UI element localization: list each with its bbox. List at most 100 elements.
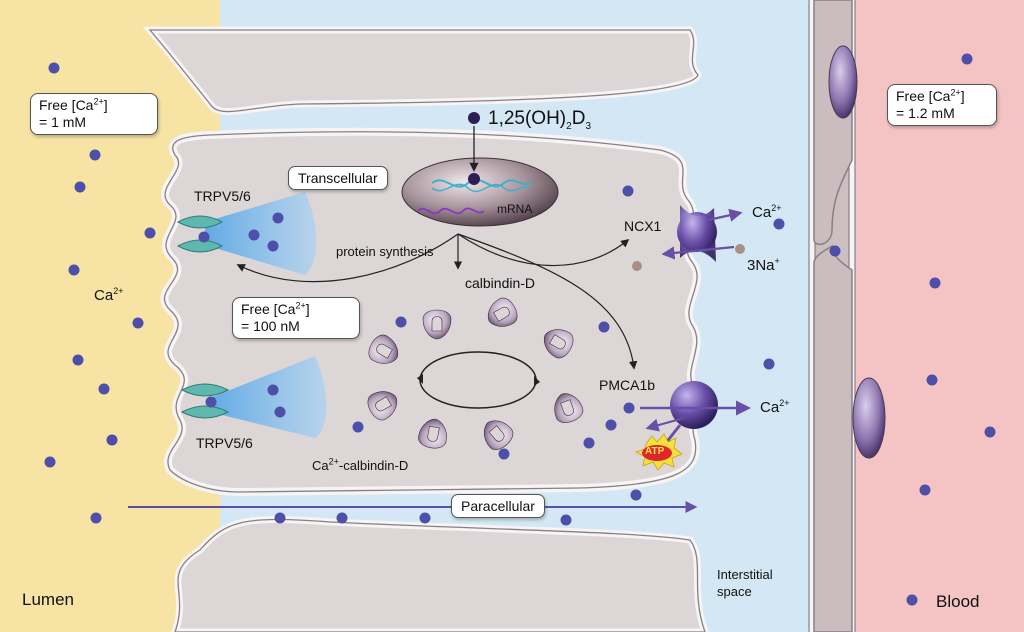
- calcium-ion: [773, 218, 785, 230]
- pmca-calcium-label: Ca2+: [760, 398, 790, 417]
- calcium-ions: [44, 53, 996, 606]
- calcium-ion: [198, 231, 210, 243]
- lumen-free-label: Free [Ca: [39, 97, 94, 113]
- transcellular-label: Transcellular: [288, 166, 388, 190]
- vitamin-d-main: 1,25(OH): [488, 108, 567, 129]
- interstitial-line1: Interstitial: [717, 567, 773, 582]
- nucleus: [401, 157, 559, 227]
- blood-free-label: Free [Ca: [896, 88, 951, 104]
- ncx-na-arrow: [661, 245, 735, 260]
- trpv-channel-top: [176, 215, 224, 253]
- endothelial-nucleus-bottom: [852, 377, 886, 459]
- calbindin-molecule: [367, 391, 398, 421]
- mrna-label: mRNA: [497, 202, 533, 216]
- calcium-ion: [906, 594, 918, 606]
- interstitial-label: Interstitial space: [717, 566, 773, 600]
- calcium-ion: [106, 434, 118, 446]
- calcium-ion: [132, 317, 144, 329]
- calcium-ion: [623, 402, 635, 414]
- calcium-ion: [72, 354, 84, 366]
- calbindin-molecule: [368, 334, 399, 364]
- cell-free-label: Free [Ca: [241, 301, 296, 317]
- calcium-ion: [829, 245, 841, 257]
- blood-label: Blood: [936, 592, 980, 611]
- na-base: 3Na: [747, 257, 775, 274]
- lumen-ca-sup: 2+: [113, 286, 124, 296]
- vitamin-d-sub2: 3: [585, 120, 591, 132]
- trpv-top-label: TRPV5/6: [194, 188, 251, 204]
- calcium-ion: [598, 321, 610, 333]
- calcium-ion: [267, 240, 279, 252]
- lumen-free-value: = 1 mM: [39, 114, 87, 130]
- calcium-ion: [74, 181, 86, 193]
- calcium-ion: [48, 62, 60, 74]
- vitamin-d-label: 1,25(OH)2D3: [488, 108, 591, 132]
- ncx-ca-base: Ca: [752, 204, 772, 221]
- trpv-cone-bottom: [210, 356, 327, 438]
- blood-free-value: = 1.2 mM: [896, 105, 955, 121]
- lumen-label: Lumen: [22, 590, 74, 609]
- calcium-ion: [352, 421, 364, 433]
- pmca-ca-base: Ca: [760, 399, 780, 416]
- blood-free-calcium-box: Free [Ca2+] = 1.2 mM: [887, 84, 997, 126]
- ncx1-transporter: [677, 205, 717, 262]
- calcium-ion: [395, 316, 407, 328]
- calcium-ion: [622, 185, 634, 197]
- trpv-channel-bottom: [180, 383, 230, 419]
- na-ion-out: [735, 244, 745, 254]
- ca-calbindin-rest: -calbindin-D: [338, 458, 409, 473]
- ncx-ca-arrow: [707, 208, 743, 222]
- calbindin-molecule: [422, 309, 452, 340]
- calcium-ion: [90, 512, 102, 524]
- cell-free-calcium-box: Free [Ca2+] = 100 nM: [232, 297, 360, 339]
- trpv-bottom-label: TRPV5/6: [196, 435, 253, 451]
- calcium-ion: [248, 229, 260, 241]
- lumen-free-calcium-box: Free [Ca2+] = 1 mM: [30, 93, 158, 135]
- calbindin-molecule: [483, 420, 514, 450]
- ca-calbindin-label: Ca2+-calbindin-D: [312, 457, 409, 473]
- vitamin-d-dot: [468, 112, 480, 124]
- calbindin-molecules: [367, 297, 584, 450]
- mrna-strand: [417, 207, 485, 215]
- calcium-ion: [68, 264, 80, 276]
- lumen-ca-base: Ca: [94, 287, 114, 304]
- calcium-ion: [763, 358, 775, 370]
- calcium-ion: [44, 456, 56, 468]
- endothelial-cell-bottom: [813, 244, 853, 632]
- calcium-ion: [630, 489, 642, 501]
- paracellular-label: Paracellular: [451, 494, 545, 518]
- na-ion-in: [632, 261, 642, 271]
- ncx-ca-sup: 2+: [771, 203, 782, 213]
- protein-synthesis-label: protein synthesis: [336, 244, 434, 259]
- arrow-ncx1: [457, 233, 630, 267]
- cell-free-sup: 2+: [295, 300, 306, 311]
- calcium-ion: [274, 406, 286, 418]
- dna-strand: [431, 178, 531, 188]
- calcium-ion: [274, 512, 286, 524]
- neighbor-cell-bottom: [171, 515, 709, 632]
- calcium-ion: [336, 512, 348, 524]
- calcium-ion: [267, 384, 279, 396]
- calcium-ion: [961, 53, 973, 65]
- calcium-ion: [929, 277, 941, 289]
- calcium-ion: [89, 149, 101, 161]
- pmca-label: PMCA1b: [599, 377, 656, 393]
- calbindin-molecule: [418, 418, 447, 449]
- vitamin-d-mid: D: [571, 108, 586, 129]
- blood-free-bracket: ]: [960, 88, 965, 104]
- arrow-protein-synthesis: [236, 233, 459, 283]
- trpv-cone-top: [205, 192, 317, 275]
- calbindin-molecule: [543, 329, 574, 359]
- sodium-label: 3Na+: [747, 256, 780, 275]
- arrow-pmca: [457, 233, 638, 370]
- calcium-ion: [272, 212, 284, 224]
- pmca-ca-sup: 2+: [779, 398, 790, 408]
- blood-free-sup: 2+: [950, 87, 961, 98]
- na-sup: +: [774, 256, 780, 266]
- calbindin-label: calbindin-D: [465, 275, 536, 291]
- calcium-ion: [984, 426, 996, 438]
- calcium-ion: [560, 514, 572, 526]
- calcium-ion: [205, 396, 217, 408]
- vitamin-d-sub1: 2: [566, 120, 572, 132]
